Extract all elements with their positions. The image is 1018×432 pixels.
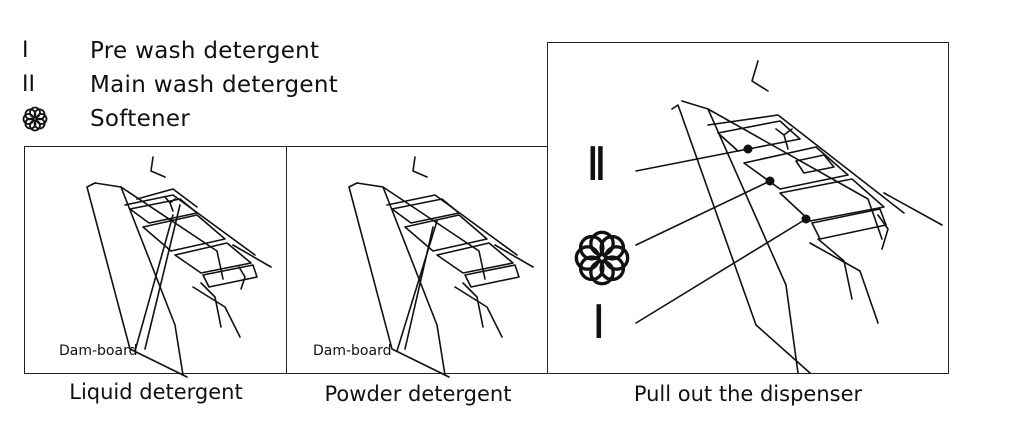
flower-icon [573,229,631,287]
panel-pull-out: II I [547,42,949,374]
legend-label-prewash: Pre wash detergent [90,38,320,64]
panel-powder: Dam-board [286,146,548,378]
legend-symbol-prewash: I [22,38,29,63]
dispenser-drawing-pull-out [635,60,943,374]
dam-board-label-powder: Dam-board [313,343,392,359]
panel-liquid: Dam-board [24,146,288,378]
marker-pre-wash: I [592,295,606,349]
caption-pull-out: Pull out the dispenser [633,382,863,406]
dispenser-drawing-liquid [86,156,272,378]
caption-liquid: Liquid detergent [69,380,243,404]
legend-label-softener: Softener [90,106,191,132]
legend-label-mainwash: Main wash detergent [90,72,339,98]
caption-powder: Powder detergent [324,382,512,406]
marker-main-wash: II [586,137,607,191]
legend-symbol-mainwash: II [22,72,35,97]
dam-board-label-liquid: Dam-board [59,343,138,359]
dispenser-drawing-powder [348,156,534,378]
